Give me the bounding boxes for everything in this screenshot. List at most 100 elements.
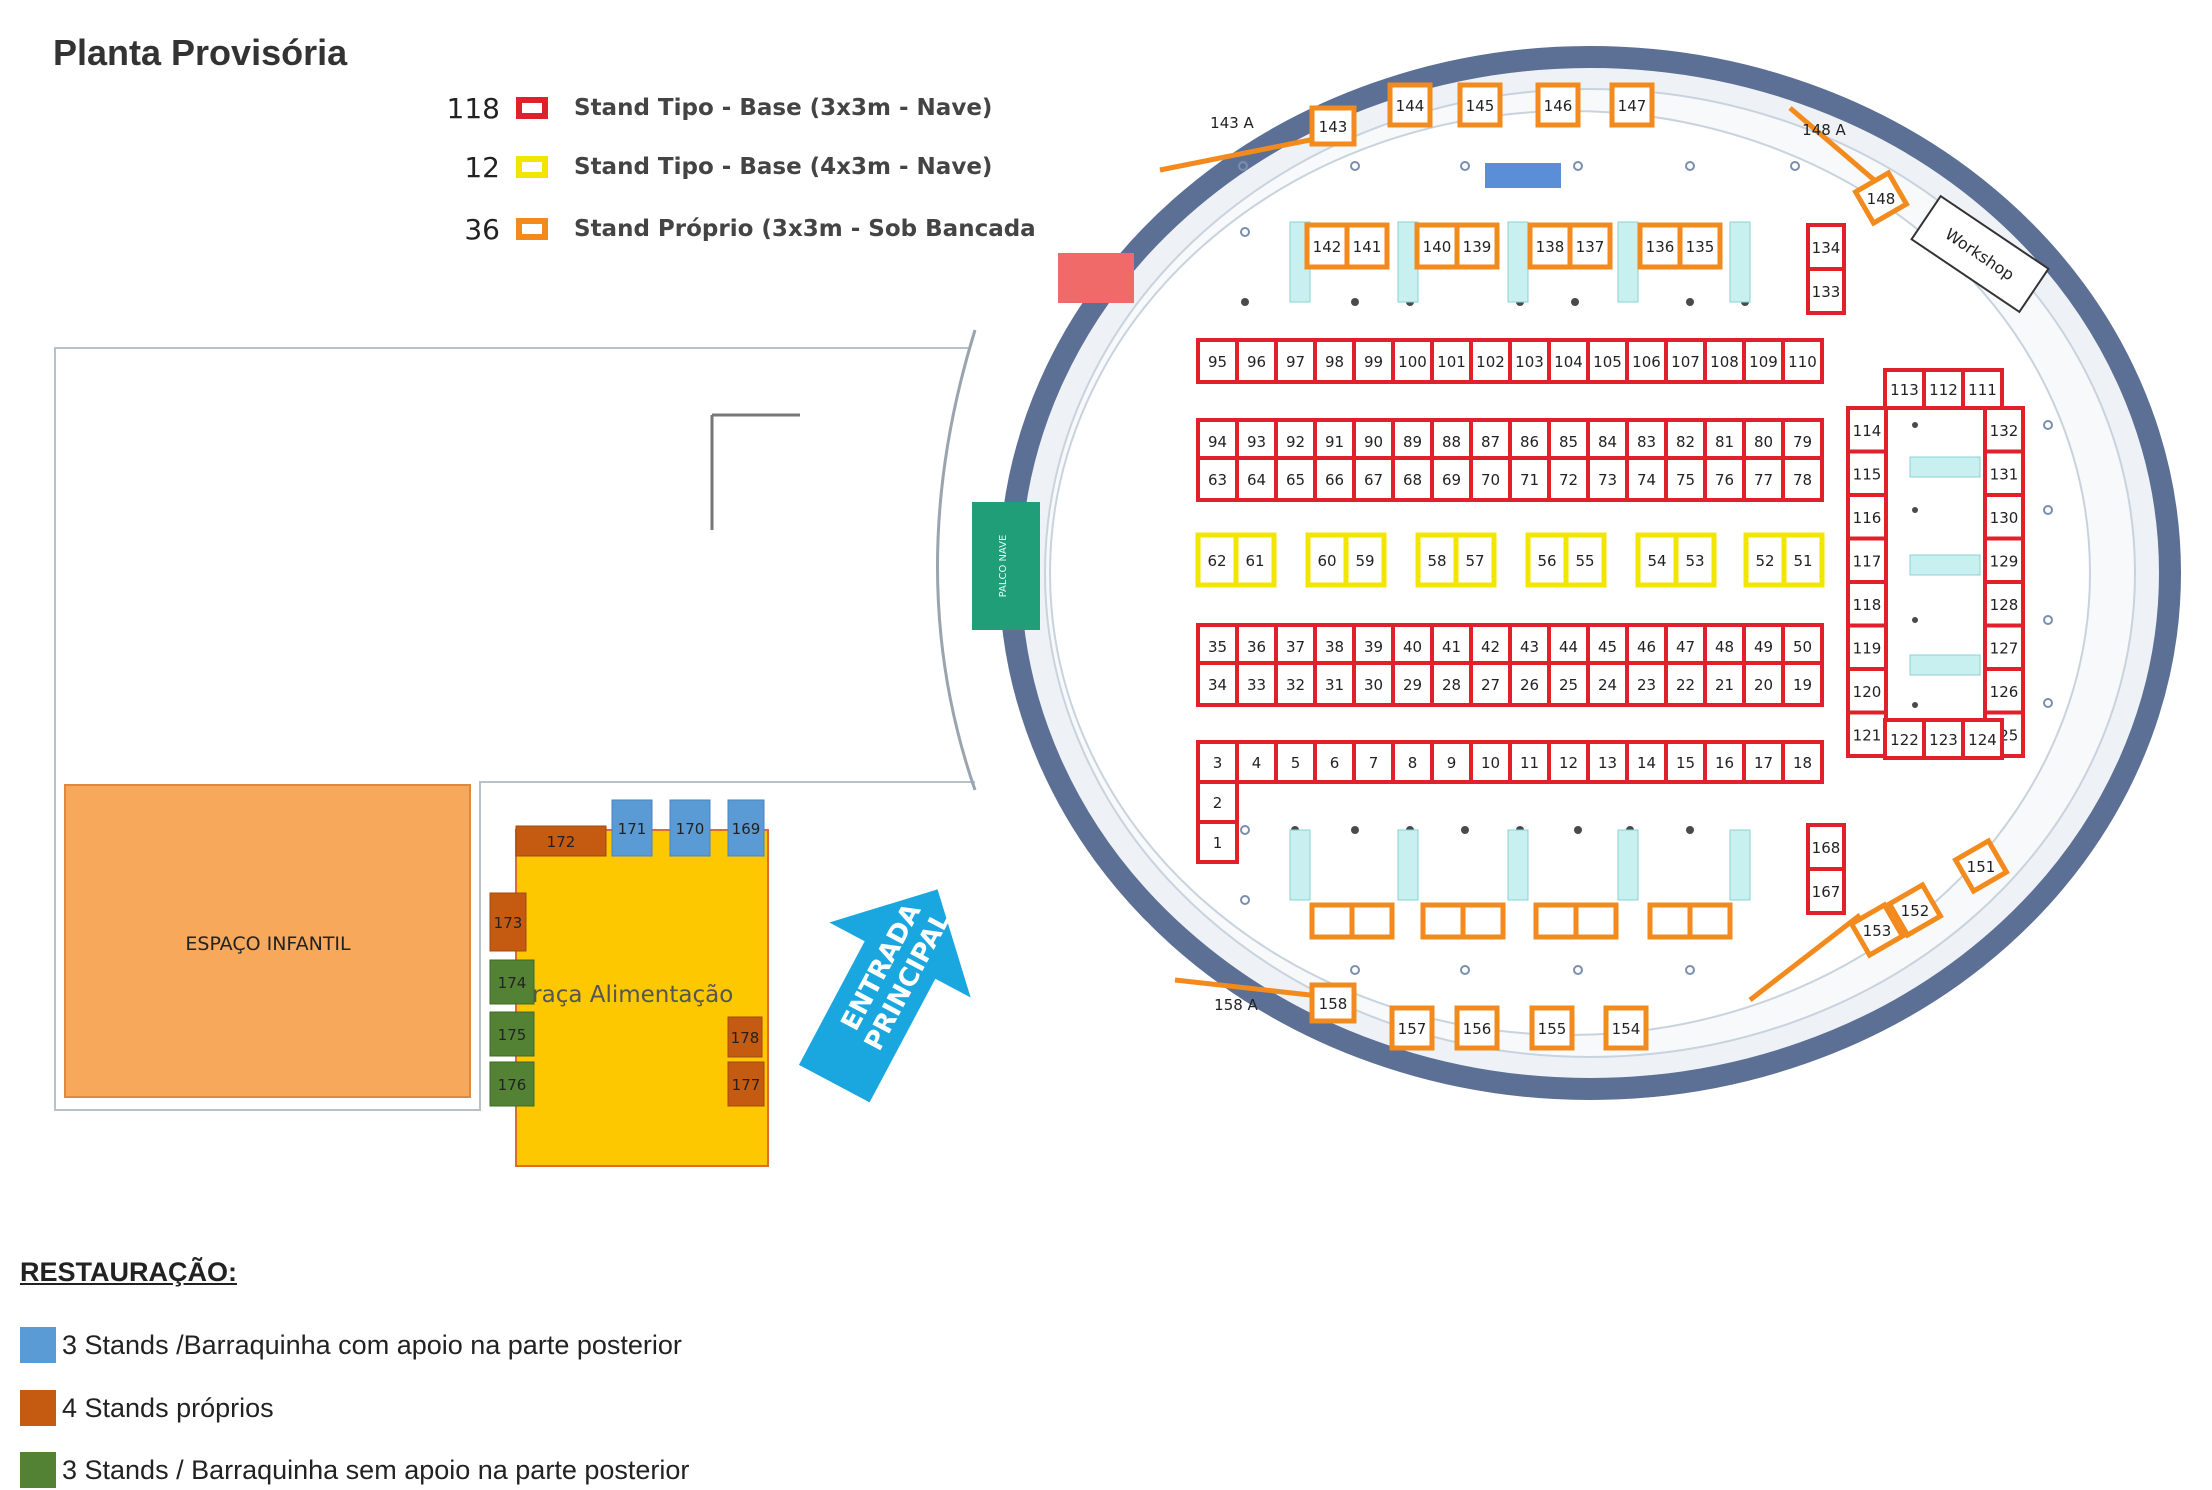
stand-box[interactable] xyxy=(1573,902,1619,940)
stand-123[interactable]: 123 xyxy=(1922,718,1965,760)
stand-172[interactable]: 172 xyxy=(515,825,607,857)
stand-14[interactable]: 14 xyxy=(1625,740,1668,784)
stand-box[interactable] xyxy=(1781,532,1825,588)
stand-box[interactable] xyxy=(1846,580,1888,628)
stand-box[interactable] xyxy=(1344,222,1390,270)
stand-66[interactable]: 66 xyxy=(1313,456,1356,502)
stand-19[interactable]: 19 xyxy=(1781,661,1824,707)
stand-box[interactable] xyxy=(1454,1005,1500,1051)
stand-box[interactable] xyxy=(1846,406,1888,454)
stand-36[interactable]: 36 xyxy=(1235,623,1278,669)
stand-103[interactable]: 103 xyxy=(1508,338,1551,384)
stand-box[interactable] xyxy=(1343,532,1387,588)
stand-147[interactable]: 147 xyxy=(1609,82,1655,128)
stand-138[interactable]: 138 xyxy=(1527,222,1573,270)
stand-box[interactable] xyxy=(1430,418,1473,464)
stand-112[interactable]: 112 xyxy=(1922,368,1965,410)
stand-box[interactable] xyxy=(611,799,653,857)
stand-167[interactable]: 167 xyxy=(1806,867,1846,915)
stand-92[interactable]: 92 xyxy=(1274,418,1317,464)
stand-38[interactable]: 38 xyxy=(1313,623,1356,669)
stand-130[interactable]: 130 xyxy=(1983,493,2025,541)
stand-22[interactable]: 22 xyxy=(1664,661,1707,707)
stand-51[interactable]: 51 xyxy=(1781,532,1825,588)
stand-137[interactable]: 137 xyxy=(1567,222,1613,270)
stand-box[interactable] xyxy=(1235,661,1278,707)
stand-[interactable] xyxy=(1573,902,1619,940)
stand-box[interactable] xyxy=(1781,661,1824,707)
stand-64[interactable]: 64 xyxy=(1235,456,1278,502)
stand-box[interactable] xyxy=(1309,902,1355,940)
stand-box[interactable] xyxy=(1886,881,1944,939)
stand-box[interactable] xyxy=(1235,740,1278,784)
stand-box[interactable] xyxy=(1430,740,1473,784)
stand-56[interactable]: 56 xyxy=(1525,532,1569,588)
stand-46[interactable]: 46 xyxy=(1625,623,1668,669)
stand-111[interactable]: 111 xyxy=(1961,368,2004,410)
stand-94[interactable]: 94 xyxy=(1196,418,1239,464)
stand-box[interactable] xyxy=(1952,837,2010,895)
stand-42[interactable]: 42 xyxy=(1469,623,1512,669)
stand-box[interactable] xyxy=(727,799,765,857)
stand-117[interactable]: 117 xyxy=(1846,536,1888,584)
stand-7[interactable]: 7 xyxy=(1352,740,1395,784)
stand-box[interactable] xyxy=(1961,368,2004,410)
stand-129[interactable]: 129 xyxy=(1983,536,2025,584)
stand-box[interactable] xyxy=(1742,456,1785,502)
stand-[interactable] xyxy=(1349,902,1395,940)
stand-61[interactable]: 61 xyxy=(1233,532,1277,588)
stand-65[interactable]: 65 xyxy=(1274,456,1317,502)
stand-15[interactable]: 15 xyxy=(1664,740,1707,784)
stand-152[interactable]: 152 xyxy=(1886,881,1944,939)
stand-box[interactable] xyxy=(1304,222,1350,270)
stand-box[interactable] xyxy=(1196,780,1239,824)
stand-box[interactable] xyxy=(1703,338,1746,384)
stand-96[interactable]: 96 xyxy=(1235,338,1278,384)
stand-11[interactable]: 11 xyxy=(1508,740,1551,784)
stand-5[interactable]: 5 xyxy=(1274,740,1317,784)
stand-box[interactable] xyxy=(1508,740,1551,784)
stand-box[interactable] xyxy=(515,825,607,857)
stand-83[interactable]: 83 xyxy=(1625,418,1668,464)
stand-70[interactable]: 70 xyxy=(1469,456,1512,502)
stand-[interactable] xyxy=(1533,902,1579,940)
stand-155[interactable]: 155 xyxy=(1529,1005,1575,1051)
stand-box[interactable] xyxy=(1983,536,2025,584)
stand-box[interactable] xyxy=(1846,710,1888,758)
stand-120[interactable]: 120 xyxy=(1846,667,1888,715)
stand-box[interactable] xyxy=(1387,82,1433,128)
stand-28[interactable]: 28 xyxy=(1430,661,1473,707)
stand-79[interactable]: 79 xyxy=(1781,418,1824,464)
stand-107[interactable]: 107 xyxy=(1664,338,1707,384)
stand-40[interactable]: 40 xyxy=(1391,623,1434,669)
stand-[interactable] xyxy=(1687,902,1733,940)
stand-100[interactable]: 100 xyxy=(1391,338,1434,384)
stand-box[interactable] xyxy=(1313,623,1356,669)
stand-box[interactable] xyxy=(1586,740,1629,784)
stand-box[interactable] xyxy=(1457,82,1503,128)
stand-139[interactable]: 139 xyxy=(1454,222,1500,270)
stand-71[interactable]: 71 xyxy=(1508,456,1551,502)
stand-105[interactable]: 105 xyxy=(1586,338,1629,384)
stand-49[interactable]: 49 xyxy=(1742,623,1785,669)
stand-34[interactable]: 34 xyxy=(1196,661,1239,707)
stand-126[interactable]: 126 xyxy=(1983,667,2025,715)
stand-box[interactable] xyxy=(1391,338,1434,384)
stand-57[interactable]: 57 xyxy=(1453,532,1497,588)
stand-44[interactable]: 44 xyxy=(1547,623,1590,669)
stand-box[interactable] xyxy=(1508,418,1551,464)
stand-box[interactable] xyxy=(1547,623,1590,669)
stand-box[interactable] xyxy=(727,1061,765,1107)
stand-148[interactable]: 148 xyxy=(1852,169,1910,227)
stand-82[interactable]: 82 xyxy=(1664,418,1707,464)
stand-30[interactable]: 30 xyxy=(1352,661,1395,707)
stand-144[interactable]: 144 xyxy=(1387,82,1433,128)
stand-145[interactable]: 145 xyxy=(1457,82,1503,128)
stand-box[interactable] xyxy=(1983,667,2025,715)
stand-62[interactable]: 62 xyxy=(1195,532,1239,588)
stand-box[interactable] xyxy=(1664,740,1707,784)
stand-102[interactable]: 102 xyxy=(1469,338,1512,384)
stand-135[interactable]: 135 xyxy=(1677,222,1723,270)
stand-box[interactable] xyxy=(489,959,535,1005)
stand-54[interactable]: 54 xyxy=(1635,532,1679,588)
